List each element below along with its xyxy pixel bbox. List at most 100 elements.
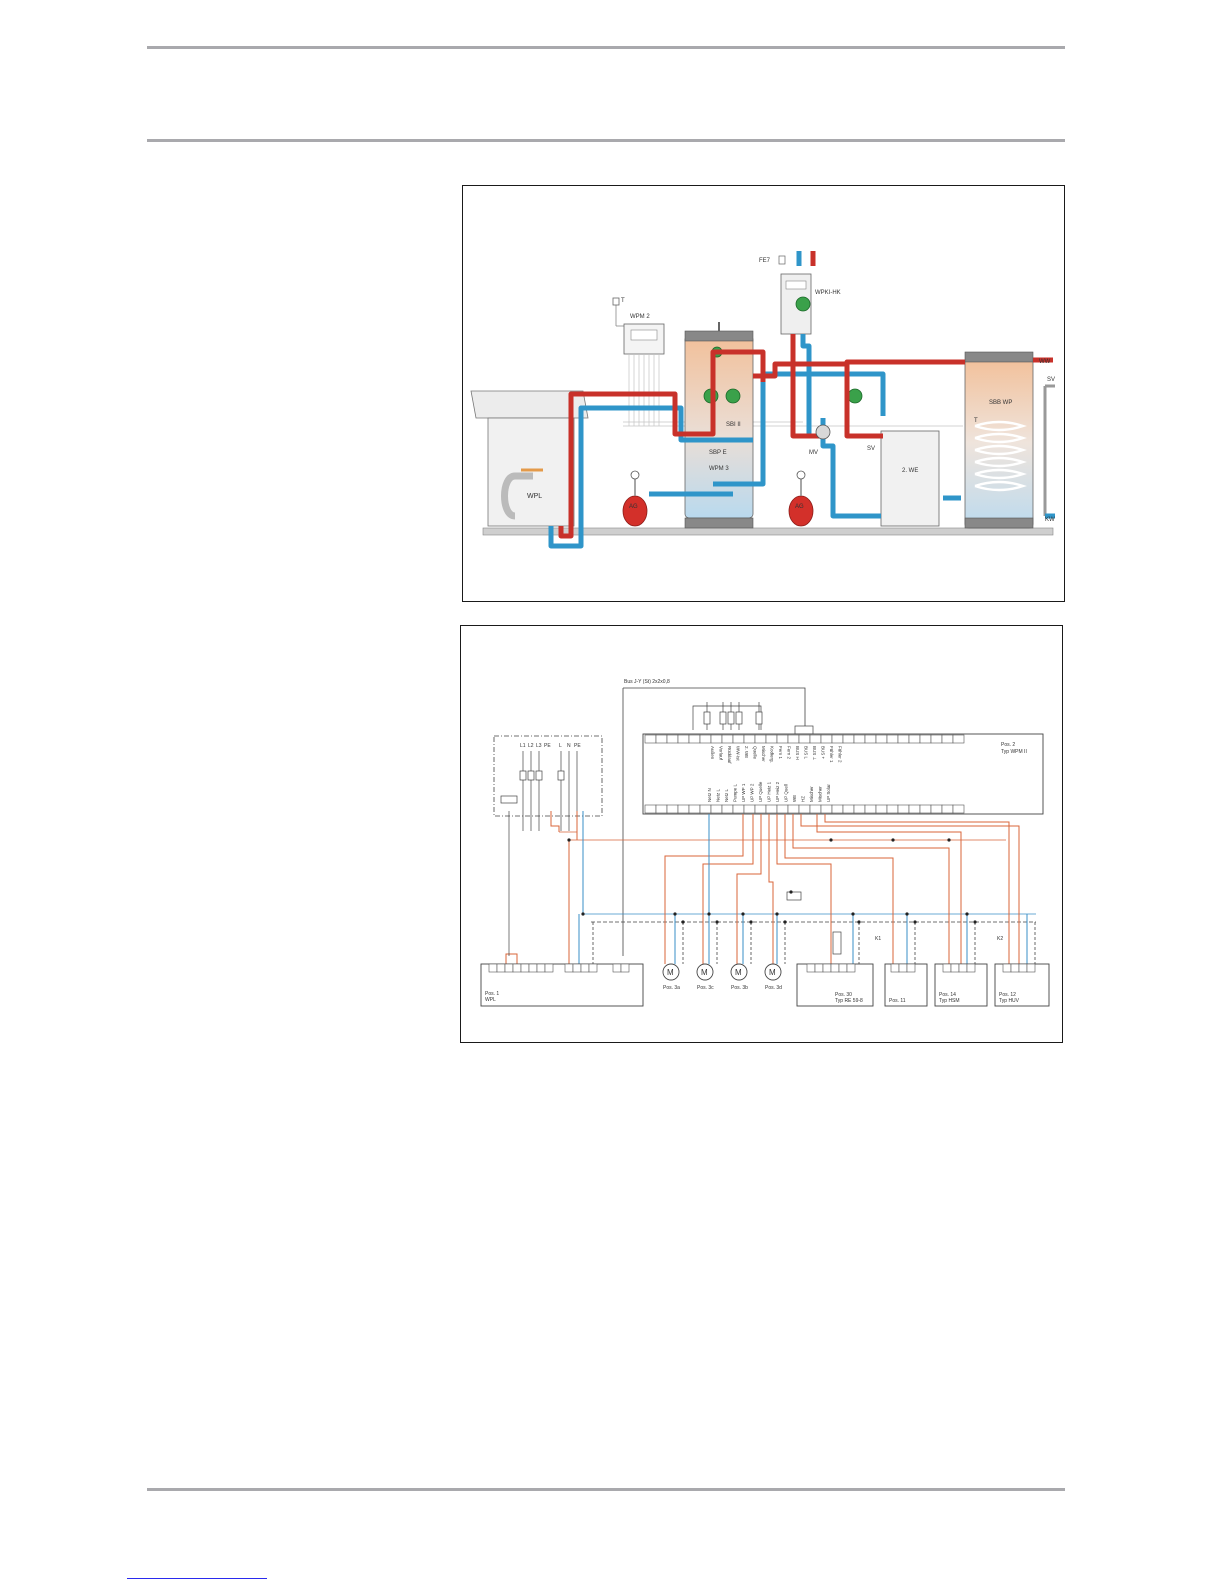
wiring-svg: Bus J-Y (St) 2x2x0,8 L1 L2 L3 PE L N PE … [480, 679, 1050, 1007]
terminal-upper [875, 734, 888, 744]
lower-terminal-label: UP Heiz 1 [767, 781, 772, 802]
terminal-lower [875, 804, 888, 814]
terminal-lower [809, 804, 822, 814]
main-switch-labels: L1 L2 L3 PE L N PE [520, 743, 581, 749]
neutral-wires [578, 811, 1028, 964]
cold-water-label: KW [1045, 517, 1055, 523]
terminal-upper [754, 734, 767, 744]
motor-3c: M Pos. 3c [696, 963, 714, 991]
device-huv: Pos. 12 Typ HUV K2 [994, 936, 1050, 1007]
lower-terminal-label: Mischer [818, 786, 823, 802]
terminal-lower [820, 804, 833, 814]
upper-terminal-label: Fern 2 [787, 746, 792, 760]
upper-terminal-label: BUS L [804, 746, 809, 760]
terminal-lower [688, 804, 701, 814]
lower-terminal-label: Netz L [716, 788, 721, 802]
svg-text:Typ HUV: Typ HUV [999, 998, 1020, 1004]
terminal-upper [820, 734, 833, 744]
upper-terminal-label: Rücklauf [727, 746, 732, 764]
terminal-upper [798, 734, 811, 744]
warm-water-label: WW [1039, 359, 1051, 365]
terminal-lower [831, 804, 844, 814]
pe-wires [592, 922, 1036, 964]
lower-terminal-label: UP WP 1 [741, 783, 746, 802]
svg-text:K2: K2 [997, 936, 1003, 942]
main-switch-box [493, 735, 603, 817]
terminal-upper [699, 734, 712, 744]
terminal-lower [897, 804, 910, 814]
terminal-lower [666, 804, 679, 814]
live-wires [505, 811, 1020, 964]
svg-text:L2: L2 [528, 743, 534, 749]
upper-terminal-label: Fühler 2 [838, 746, 843, 763]
svg-text:Pos. 3a: Pos. 3a [663, 985, 680, 991]
lower-terminal-label: UP Quell [784, 784, 789, 802]
terminal-lower [776, 804, 789, 814]
footer-rule [147, 1488, 1065, 1491]
hot-water-tank-label: SBB WP [989, 400, 1012, 406]
second-heat-generator: 2. WE [880, 430, 940, 527]
terminal-upper [732, 734, 745, 744]
terminal-upper [930, 734, 943, 744]
svg-text:M: M [701, 968, 708, 977]
valve-label: SBI II [726, 422, 741, 428]
boiler-label: 2. WE [902, 468, 918, 474]
terminal-upper [919, 734, 932, 744]
svg-text:Pos. 3b: Pos. 3b [731, 985, 748, 991]
mixing-valve: MV SV [809, 424, 875, 456]
header-top-rule [147, 46, 1065, 49]
tank-label-1: SBP E [709, 450, 727, 456]
device-wpl: Pos. 1 WPL [480, 963, 644, 1007]
terminal-upper [721, 734, 734, 744]
terminal-lower [699, 804, 712, 814]
terminal-lower [765, 804, 778, 814]
sensor-label: FE7 [759, 258, 771, 264]
heat-pump-label: WPL [527, 493, 542, 500]
svg-text:WPL: WPL [485, 997, 496, 1003]
wiring-diagram: Bus J-Y (St) 2x2x0,8 L1 L2 L3 PE L N PE … [460, 625, 1063, 1043]
terminal-lower [798, 804, 811, 814]
motor-3a: M Pos. 3a [662, 963, 680, 991]
svg-text:T: T [621, 298, 625, 304]
upper-terminal-label: Quelle [753, 746, 758, 760]
terminal-lower [952, 804, 965, 814]
footer-link-underline[interactable] [127, 1578, 267, 1579]
upper-terminal-label: BUS ⊥ [812, 746, 817, 761]
terminal-lower [754, 804, 767, 814]
floor-base [482, 527, 1054, 536]
svg-text:M: M [667, 968, 674, 977]
expansion-vessel-2: AG [788, 470, 814, 527]
upper-terminal-label: Kodierg. [770, 746, 775, 763]
upper-terminals [644, 734, 965, 744]
vessel-label-1: AG [629, 504, 638, 510]
controller-label-2: Typ WPM II [1001, 749, 1027, 755]
motor-3b: M Pos. 3b [730, 963, 748, 991]
terminal-lower [930, 804, 943, 814]
heat-pump-unit: WPL [470, 390, 589, 527]
svg-text:Pos. 3d: Pos. 3d [765, 985, 782, 991]
svg-text:L: L [559, 743, 562, 749]
lower-terminal-label: UP Solar [826, 784, 831, 802]
upper-terminal-label: Mischer [761, 746, 766, 762]
hydraulic-svg: WPL T WPM 2 SBP E WPM 3 SBI II [470, 251, 1055, 549]
temp-sensor-label: T [974, 418, 978, 424]
terminal-lower [919, 804, 932, 814]
terminal-upper [908, 734, 921, 744]
tank-label-2: WPM 3 [709, 466, 729, 472]
terminal-upper [655, 734, 668, 744]
svg-text:PE: PE [544, 743, 551, 749]
svg-text:M: M [769, 968, 776, 977]
terminal-upper [743, 734, 756, 744]
lower-terminal-label: UP Quelle [758, 781, 763, 802]
terminal-lower [787, 804, 800, 814]
terminal-upper [831, 734, 844, 744]
motor-3d: M Pos. 3d [764, 963, 782, 991]
svg-text:Typ RE 59-8: Typ RE 59-8 [835, 998, 863, 1004]
junction-dots [567, 838, 977, 924]
terminal-lower [721, 804, 734, 814]
lower-terminal-label: UP WP 2 [750, 783, 755, 802]
heating-circuit-station: WPKI-HK FE7 [759, 255, 841, 335]
